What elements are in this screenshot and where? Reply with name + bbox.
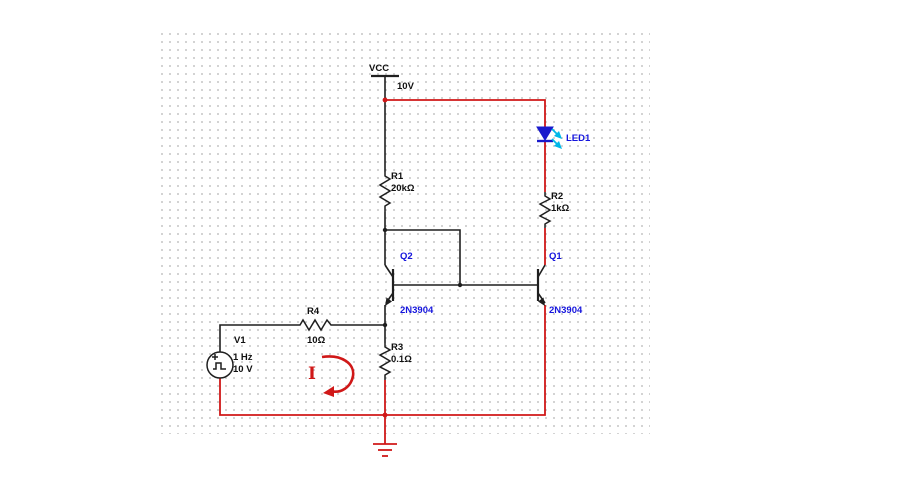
junction-dot xyxy=(382,412,388,418)
vcc-power-symbol[interactable]: VCC 10V xyxy=(369,63,415,92)
r2-value-label[interactable]: 1kΩ xyxy=(551,203,570,214)
junction-dot xyxy=(382,97,388,103)
junction-dot xyxy=(382,322,388,328)
r2-ref-label[interactable]: R2 xyxy=(551,191,563,202)
r4-ref-label[interactable]: R4 xyxy=(307,306,320,317)
q1-ref-label[interactable]: Q1 xyxy=(549,251,562,262)
resistor-r4[interactable]: R4 10Ω xyxy=(295,306,335,346)
junction-dot xyxy=(457,282,463,288)
v1-frequency-label[interactable]: 1 Hz xyxy=(233,352,253,363)
square-wave-icon xyxy=(212,354,226,370)
current-arrowhead-icon xyxy=(323,386,334,397)
led1-ref-label[interactable]: LED1 xyxy=(566,133,591,144)
r1-ref-label[interactable]: R1 xyxy=(391,171,404,182)
r1-value-label[interactable]: 20kΩ xyxy=(391,183,415,194)
resistor-r2[interactable]: R2 1kΩ xyxy=(538,191,570,228)
r4-value-label[interactable]: 10Ω xyxy=(307,335,326,346)
resistor-r1[interactable]: R1 20kΩ xyxy=(378,171,415,212)
q2-part-label[interactable]: 2N3904 xyxy=(400,305,434,316)
net-bottom-return[interactable] xyxy=(219,305,546,444)
led-led1[interactable]: LED1 xyxy=(536,126,591,149)
transistor-q2[interactable]: Q2 2N3904 xyxy=(384,251,434,316)
source-v1[interactable]: V1 1 Hz 10 V xyxy=(206,335,253,379)
q1-part-label[interactable]: 2N3904 xyxy=(549,305,583,316)
r3-ref-label[interactable]: R3 xyxy=(391,342,403,353)
wire-v1-to-r4[interactable] xyxy=(219,324,295,352)
v1-ref-label[interactable]: V1 xyxy=(234,335,246,346)
led-light-arrows-icon xyxy=(551,128,562,149)
current-arrow-curve xyxy=(321,355,355,393)
junction-dot xyxy=(382,227,388,233)
resistor-r3[interactable]: R3 0.1Ω xyxy=(378,342,412,380)
wire-collector-base-tie[interactable] xyxy=(385,229,461,285)
net-vcc-to-led[interactable] xyxy=(385,99,546,127)
q2-ref-label[interactable]: Q2 xyxy=(400,251,413,262)
r3-value-label[interactable]: 0.1Ω xyxy=(391,354,412,365)
current-direction-annotation[interactable]: I xyxy=(308,355,355,397)
vcc-label[interactable]: VCC xyxy=(369,63,389,74)
current-label[interactable]: I xyxy=(308,364,316,384)
grid-dots-background xyxy=(158,30,650,434)
vcc-value-label[interactable]: 10V xyxy=(397,81,415,92)
transistor-q1[interactable]: Q1 2N3904 xyxy=(536,251,583,316)
ground-symbol[interactable] xyxy=(373,443,397,457)
v1-amplitude-label[interactable]: 10 V xyxy=(233,364,253,375)
